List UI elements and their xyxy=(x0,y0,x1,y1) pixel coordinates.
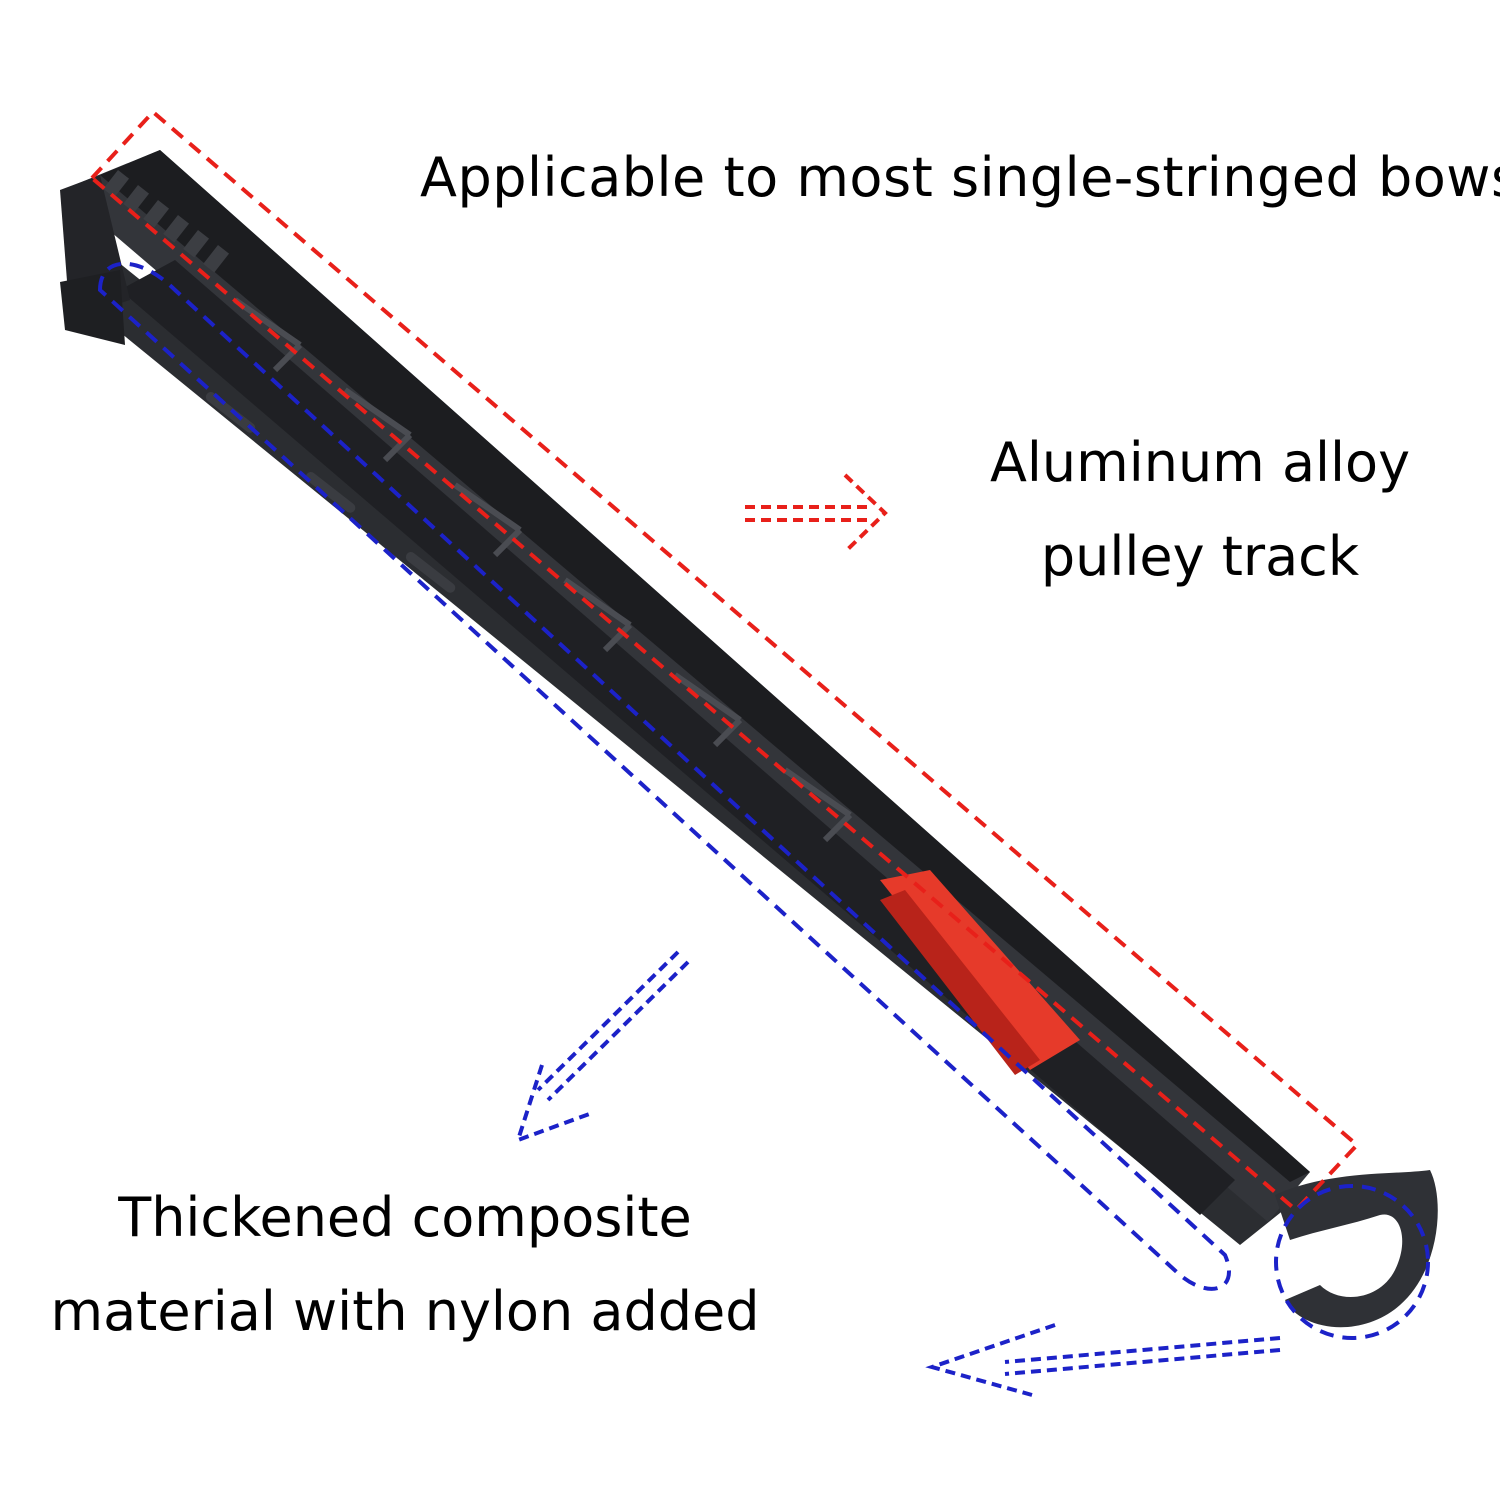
rail-rear-foot xyxy=(60,270,125,345)
caption-composite-material: Thickened composite material with nylon … xyxy=(40,1180,770,1349)
blue-arrow-down-left xyxy=(514,950,690,1144)
caption-composite-material-line1: Thickened composite xyxy=(118,1186,692,1249)
side-slots xyxy=(205,392,456,593)
red-arrow-right xyxy=(745,473,888,554)
red-track-outline xyxy=(89,109,1360,1213)
caption-aluminum-track-line2: pulley track xyxy=(1040,524,1360,588)
rail-channel xyxy=(120,260,1235,1215)
caption-composite-material-line2: material with nylon added xyxy=(50,1279,760,1343)
string-hook xyxy=(1275,1170,1438,1328)
rail-body xyxy=(60,150,1438,1328)
picatinny-rail xyxy=(103,170,230,273)
red-fletching-shadow xyxy=(880,890,1040,1075)
caption-aluminum-track: Aluminum alloy pulley track xyxy=(980,425,1420,594)
blue-hook-outline xyxy=(1274,1184,1430,1340)
blue-body-outline xyxy=(97,261,1231,1291)
rail-top-edge xyxy=(100,150,1310,1182)
red-fletching xyxy=(880,870,1080,1070)
lattice-ribs xyxy=(233,297,853,843)
caption-compatibility: Applicable to most single-stringed bows xyxy=(420,146,1500,209)
caption-aluminum-track-line1: Aluminum alloy xyxy=(989,431,1411,494)
blue-arrow-left xyxy=(925,1323,1281,1397)
